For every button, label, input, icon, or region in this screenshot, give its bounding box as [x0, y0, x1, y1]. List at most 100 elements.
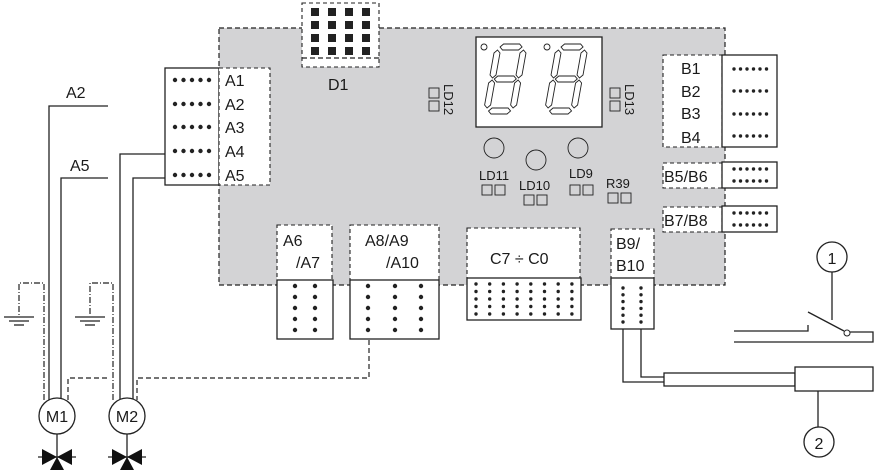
- pin: [745, 179, 749, 183]
- pin: [206, 101, 212, 107]
- pin: [181, 77, 186, 83]
- pin: [621, 286, 625, 290]
- display-segment: [545, 79, 557, 109]
- pin: [328, 21, 336, 29]
- pin: [556, 304, 560, 309]
- callout-1: [816, 241, 848, 273]
- pin: [392, 294, 398, 300]
- pin: [474, 297, 478, 301]
- pin: [172, 172, 178, 178]
- pin: [311, 8, 319, 16]
- pin: [751, 134, 756, 138]
- svg-text:A3: A3: [225, 120, 245, 137]
- connector-a6-a7: A6 /A7: [276, 224, 334, 340]
- three-way-valve-icon: [108, 434, 146, 470]
- pin: [345, 34, 353, 42]
- display-segment: [560, 43, 584, 51]
- pin: [621, 306, 625, 311]
- pin: [758, 89, 762, 93]
- pin: [362, 8, 370, 16]
- pin: [292, 294, 298, 300]
- pin: [501, 304, 506, 309]
- display-segment: [510, 79, 522, 109]
- pin: [345, 8, 353, 16]
- pin: [311, 47, 319, 55]
- pin: [738, 67, 743, 71]
- connector-a1-a5: A1 A2 A3 A4 A5: [164, 67, 271, 186]
- led-ld13: LD13: [609, 84, 637, 115]
- pin: [745, 223, 749, 227]
- connector-a8-a10: A8/A9 /A10: [349, 224, 440, 340]
- svg-text:A2: A2: [225, 97, 245, 114]
- pin: [764, 211, 769, 215]
- svg-text:B10: B10: [616, 258, 645, 275]
- pin: [312, 294, 318, 300]
- pin: [764, 167, 769, 171]
- button-middle: [525, 149, 547, 171]
- svg-text:LD9: LD9: [569, 166, 593, 181]
- svg-text:LD10: LD10: [519, 178, 550, 193]
- pin: [365, 316, 371, 322]
- svg-text:M1: M1: [46, 409, 68, 426]
- pin: [745, 67, 749, 71]
- svg-text:B9/: B9/: [616, 236, 641, 253]
- pin: [758, 211, 762, 215]
- resistor-r39: R39: [606, 176, 632, 204]
- svg-text:B7/B8: B7/B8: [664, 213, 708, 230]
- pin: [732, 211, 736, 215]
- pin: [751, 112, 756, 116]
- display-segment: [499, 43, 523, 51]
- pin: [764, 89, 769, 93]
- svg-text:A5: A5: [225, 168, 245, 185]
- pin: [515, 297, 519, 301]
- svg-text:A6: A6: [283, 233, 303, 250]
- led-ld9: LD9: [569, 166, 594, 196]
- svg-text:LD11: LD11: [479, 168, 509, 183]
- pin: [181, 148, 186, 154]
- pin: [738, 211, 743, 215]
- pin: [474, 289, 478, 294]
- pin: [570, 297, 574, 301]
- switch-input: 1: [734, 241, 874, 343]
- ground-icon: [4, 316, 34, 326]
- svg-text:2: 2: [815, 436, 824, 453]
- pin: [365, 327, 371, 333]
- pin: [758, 67, 762, 71]
- pin: [206, 124, 212, 130]
- pin: [732, 67, 736, 71]
- seven-segment-display: [475, 36, 603, 128]
- connector-b5-b6: B5/B6: [662, 161, 778, 189]
- pin: [570, 289, 574, 294]
- connector-b1-b4: B1 B2 B3 B4: [662, 54, 778, 148]
- pin: [312, 283, 318, 289]
- pin: [570, 312, 574, 316]
- pin: [764, 223, 769, 227]
- pin: [542, 297, 547, 301]
- pin: [181, 172, 186, 178]
- pin: [474, 304, 478, 309]
- button-left: [483, 137, 505, 159]
- pin: [639, 320, 643, 324]
- pin: [639, 293, 643, 297]
- pin: [488, 289, 492, 294]
- pin: [345, 21, 353, 29]
- pin: [328, 34, 336, 42]
- pin: [745, 211, 749, 215]
- svg-text:A1: A1: [225, 73, 245, 90]
- pin: [732, 134, 736, 138]
- pin: [328, 8, 336, 16]
- pin: [206, 172, 212, 178]
- pin: [732, 167, 736, 171]
- pin: [764, 67, 769, 71]
- pin: [542, 312, 547, 316]
- display-segment: [487, 107, 512, 115]
- led-ld12: LD12: [428, 84, 456, 115]
- display-segment: [484, 79, 496, 109]
- pin: [542, 304, 547, 309]
- pin: [189, 148, 195, 154]
- pin: [738, 179, 743, 183]
- svg-text:1: 1: [828, 251, 837, 268]
- pin: [515, 312, 519, 316]
- pin: [474, 282, 478, 286]
- motor-m1: M1: [38, 397, 76, 435]
